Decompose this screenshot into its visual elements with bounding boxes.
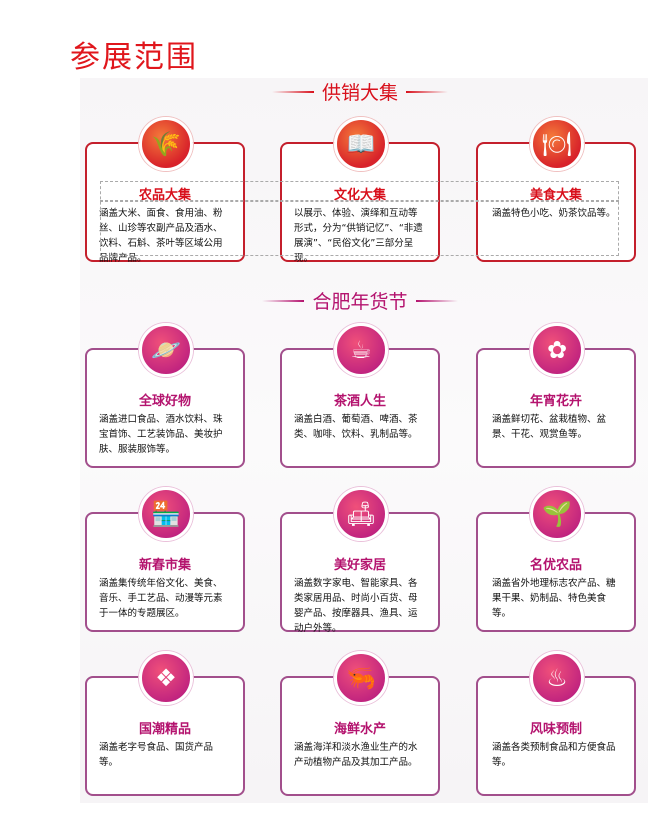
card-title: 年宵花卉 — [529, 394, 582, 409]
card-title: 海鲜水产 — [333, 722, 386, 737]
card-description: 以展示、体验、演绎和互动等形式，分为“供销记忆”、“非遗展演”、“民俗文化”三部… — [294, 208, 423, 264]
divider — [271, 90, 314, 93]
card-description: 涵盖老字号食品、国货产品等。 — [99, 742, 214, 768]
card-title: 农品大集 — [138, 188, 191, 203]
category-card: 🛋 美好家居 涵盖数字家电、智能家具、各类家居用品、时尚小百货、母婴产品、按摩器… — [280, 487, 440, 634]
flower-icon: ✿ — [530, 323, 584, 377]
card-title: 名优农品 — [529, 558, 582, 573]
category-card: 🏪 新春市集 涵盖集传统年俗文化、美食、音乐、手工艺品、动漫等元素于一体的专题展… — [85, 487, 245, 632]
card-title: 茶酒人生 — [333, 394, 386, 409]
section-title: 合肥年货节 — [312, 291, 408, 313]
wheat-icon: 🌾 — [139, 117, 193, 171]
shrimp-icon: 🦐 — [334, 651, 388, 705]
page-title: 参展范围 — [70, 40, 198, 75]
card-description: 涵盖鲜切花、盆栽植物、盆景、干花、观赏鱼等。 — [492, 414, 607, 440]
hot-dish-icon: ♨ — [530, 651, 584, 705]
card-description: 涵盖数字家电、智能家具、各类家居用品、时尚小百货、母婴产品、按摩器具、渔具、运动… — [294, 578, 418, 634]
card-description: 涵盖省外地理标志农产品、糖果干果、奶制品、特色美食等。 — [492, 578, 616, 619]
card-title: 全球好物 — [138, 394, 191, 409]
food-cloche-icon: 🍽 — [530, 117, 584, 171]
card-description: 涵盖各类预制食品和方便食品等。 — [492, 742, 616, 768]
card-title: 新春市集 — [138, 558, 191, 573]
divider — [406, 90, 448, 93]
category-card: ❖ 国潮精品 涵盖老字号食品、国货产品等。 — [85, 651, 245, 796]
divider — [262, 299, 305, 302]
card-title: 风味预制 — [529, 722, 582, 737]
category-card: 🪐 全球好物 涵盖进口食品、酒水饮料、珠宝首饰、工艺装饰品、美妆护肤、服装服饰等… — [85, 323, 245, 468]
divider — [415, 299, 458, 302]
hand-plant-icon: 🌱 — [530, 487, 584, 541]
card-title: 美食大集 — [529, 188, 582, 203]
section-heading-supply-fair: 供销大集 — [260, 78, 460, 105]
section-title: 供销大集 — [321, 82, 398, 104]
card-description: 涵盖进口食品、酒水饮料、珠宝首饰、工艺装饰品、美妆护肤、服装服饰等。 — [99, 414, 223, 455]
card-description: 涵盖特色小吃、奶茶饮品等。 — [492, 208, 616, 219]
card-title: 文化大集 — [333, 188, 386, 203]
category-card: ♨ 风味预制 涵盖各类预制食品和方便食品等。 — [476, 651, 636, 796]
section-heading-newyear-fair: 合肥年货节 — [260, 287, 460, 314]
card-description: 涵盖集传统年俗文化、美食、音乐、手工艺品、动漫等元素于一体的专题展区。 — [99, 578, 223, 619]
category-card: ☕ 茶酒人生 涵盖白酒、葡萄酒、啤酒、茶类、咖啡、饮料、乳制品等。 — [280, 323, 440, 468]
card-title: 美好家居 — [333, 558, 386, 573]
category-card: ✿ 年宵花卉 涵盖鲜切花、盆栽植物、盆景、干花、观赏鱼等。 — [476, 323, 636, 468]
card-description: 涵盖白酒、葡萄酒、啤酒、茶类、咖啡、饮料、乳制品等。 — [294, 414, 418, 440]
tea-cup-icon: ☕ — [334, 323, 388, 377]
card-description: 涵盖大米、面食、食用油、粉丝、山珍等农副产品及酒水、饮料、石斛、茶叶等区域公用品… — [99, 208, 223, 264]
category-card: 🌾 农品大集 涵盖大米、面食、食用油、粉丝、山珍等农副产品及酒水、饮料、石斛、茶… — [85, 117, 245, 264]
category-card: 🍽 美食大集 涵盖特色小吃、奶茶饮品等。 — [476, 117, 636, 262]
category-card: 🌱 名优农品 涵盖省外地理标志农产品、糖果干果、奶制品、特色美食等。 — [476, 487, 636, 632]
card-title: 国潮精品 — [138, 722, 191, 737]
category-card: 📖 文化大集 以展示、体验、演绎和互动等形式，分为“供销记忆”、“非遗展演”、“… — [280, 117, 440, 264]
card-description: 涵盖海洋和淡水渔业生产的水产动植物产品及其加工产品。 — [294, 742, 418, 768]
planet-icon: 🪐 — [139, 323, 193, 377]
market-stall-icon: 🏪 — [139, 487, 193, 541]
book-icon: 📖 — [334, 117, 388, 171]
sofa-icon: 🛋 — [334, 487, 388, 541]
category-card: 🦐 海鲜水产 涵盖海洋和淡水渔业生产的水产动植物产品及其加工产品。 — [280, 651, 440, 796]
chinese-pattern-icon: ❖ — [139, 651, 193, 705]
